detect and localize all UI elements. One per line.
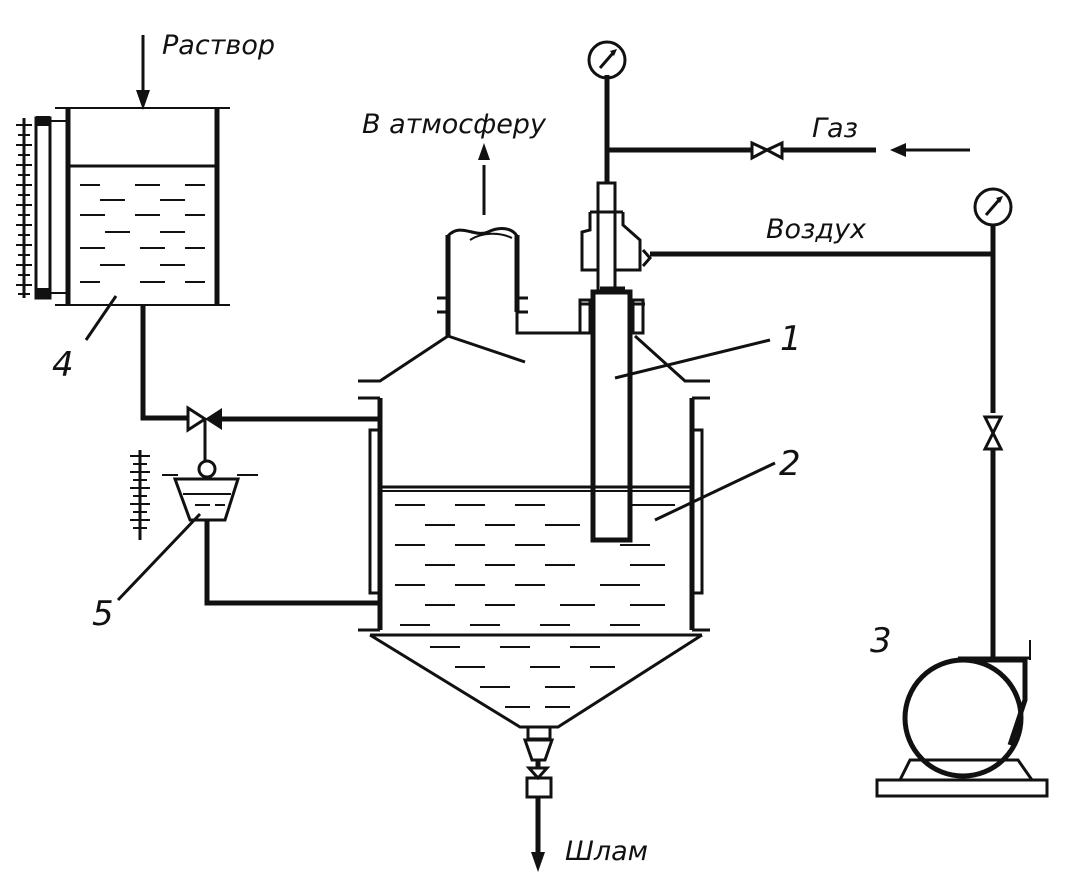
label-air: Воздух (766, 214, 867, 245)
solution-inlet-arrow (136, 35, 150, 110)
pressure-gauge-air-icon (973, 187, 1013, 227)
sludge-outlet (522, 725, 555, 872)
label-to-atmosphere: В атмосферу (362, 109, 546, 140)
feed-pipe (140, 305, 380, 462)
label-item-2: 2 (779, 444, 801, 484)
label-gas: Газ (812, 113, 858, 144)
label-item-3: 3 (870, 621, 892, 661)
label-sludge: Шлам (565, 836, 649, 867)
exhaust-stack (437, 143, 580, 364)
label-solution-inlet: Раствор (162, 30, 275, 61)
solution-tank-4 (55, 107, 230, 306)
leader-lines (84, 295, 776, 602)
float-chamber-5 (130, 450, 380, 606)
label-item-1: 1 (780, 319, 802, 359)
label-item-4: 4 (52, 345, 74, 385)
reactor-vessel-2 (358, 334, 710, 729)
air-blower-3 (875, 640, 1049, 798)
gas-line (604, 75, 970, 183)
level-gauge-tank-4 (16, 116, 68, 300)
pressure-gauge-gas-icon (587, 40, 627, 80)
label-item-5: 5 (92, 594, 114, 634)
air-line (650, 225, 1004, 660)
